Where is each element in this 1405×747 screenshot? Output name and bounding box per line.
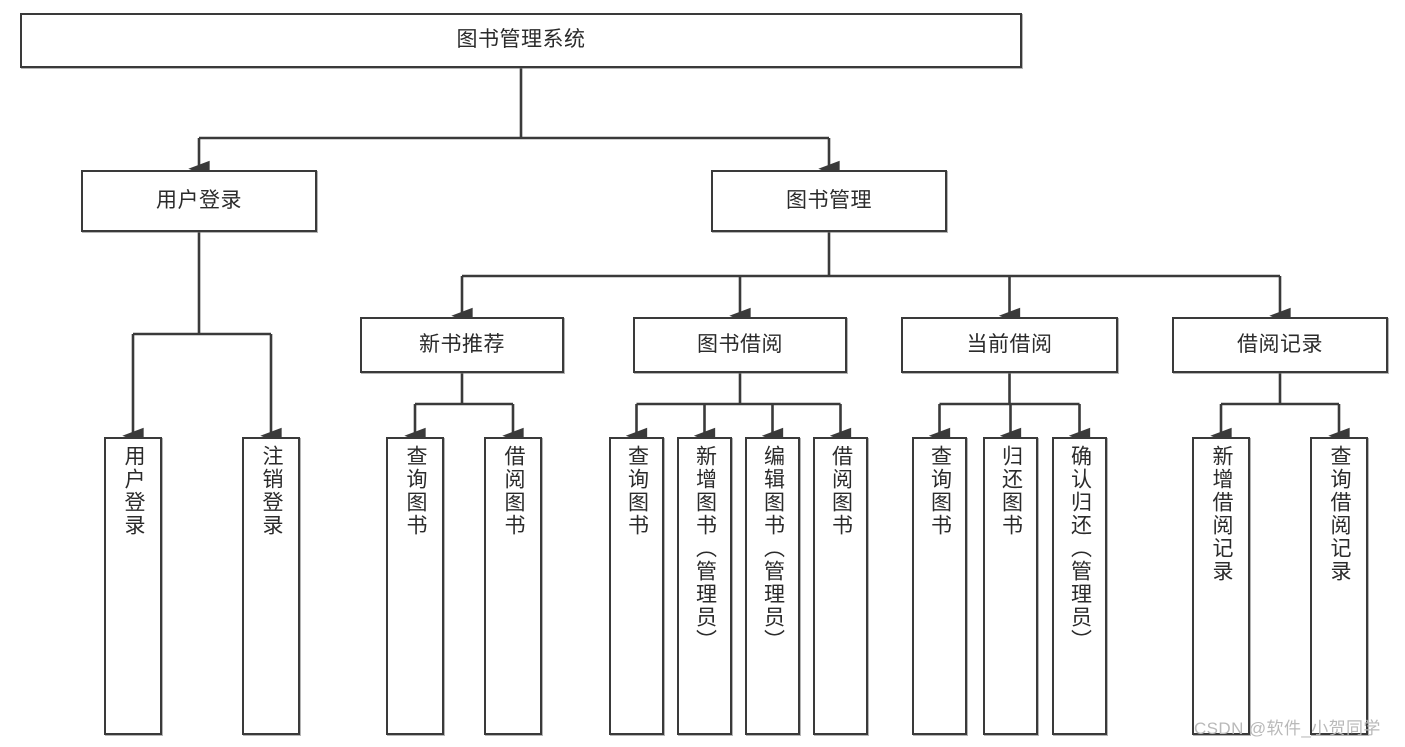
node-leaf-new-query[interactable]: 查询图书 (386, 437, 444, 735)
node-leaf-bor-borrow[interactable]: 借阅图书 (813, 437, 868, 735)
node-label: 查询图书 (404, 445, 428, 537)
node-login[interactable]: 用户登录 (81, 170, 317, 232)
node-label: 新增图书（管理员） (693, 445, 717, 652)
node-label: 图书管理系统 (456, 28, 586, 52)
node-label: 图书管理 (786, 188, 872, 212)
node-label: 新增借阅记录 (1210, 445, 1234, 583)
node-leaf-user-login[interactable]: 用户登录 (104, 437, 162, 735)
node-leaf-rec-add[interactable]: 新增借阅记录 (1192, 437, 1250, 735)
edges-group (122, 68, 1350, 444)
node-label: 当前借阅 (966, 332, 1053, 356)
node-label: 确认归还（管理员） (1068, 445, 1092, 652)
node-label: 查询借阅记录 (1328, 445, 1352, 583)
node-label: 借阅记录 (1237, 332, 1323, 356)
node-leaf-bor-add[interactable]: 新增图书（管理员） (677, 437, 732, 735)
node-borrow[interactable]: 图书借阅 (633, 317, 847, 373)
node-leaf-rec-query[interactable]: 查询借阅记录 (1310, 437, 1368, 735)
node-leaf-cur-return[interactable]: 归还图书 (983, 437, 1038, 735)
node-leaf-bor-query[interactable]: 查询图书 (609, 437, 664, 735)
node-leaf-user-logout[interactable]: 注销登录 (242, 437, 300, 735)
node-bookmgmt[interactable]: 图书管理 (711, 170, 947, 232)
node-label: 图书借阅 (697, 332, 783, 356)
node-label: 新书推荐 (419, 332, 505, 356)
node-label: 借阅图书 (502, 445, 526, 537)
node-leaf-cur-query[interactable]: 查询图书 (912, 437, 967, 735)
node-leaf-bor-edit[interactable]: 编辑图书（管理员） (745, 437, 800, 735)
node-label: 查询图书 (928, 445, 952, 537)
node-label: 用户登录 (122, 445, 146, 537)
node-label: 用户登录 (156, 188, 242, 212)
node-root[interactable]: 图书管理系统 (20, 13, 1022, 68)
node-label: 归还图书 (999, 445, 1023, 537)
csdn-watermark: CSDN @软件_小贺同学 (1194, 719, 1381, 738)
node-label: 注销登录 (260, 445, 284, 537)
node-current[interactable]: 当前借阅 (901, 317, 1118, 373)
node-label: 借阅图书 (829, 445, 853, 537)
node-label: 查询图书 (625, 445, 649, 537)
node-leaf-new-borrow[interactable]: 借阅图书 (484, 437, 542, 735)
node-leaf-cur-confirm[interactable]: 确认归还（管理员） (1052, 437, 1107, 735)
node-newbook[interactable]: 新书推荐 (360, 317, 564, 373)
node-label: 编辑图书（管理员） (761, 445, 785, 652)
node-records[interactable]: 借阅记录 (1172, 317, 1388, 373)
